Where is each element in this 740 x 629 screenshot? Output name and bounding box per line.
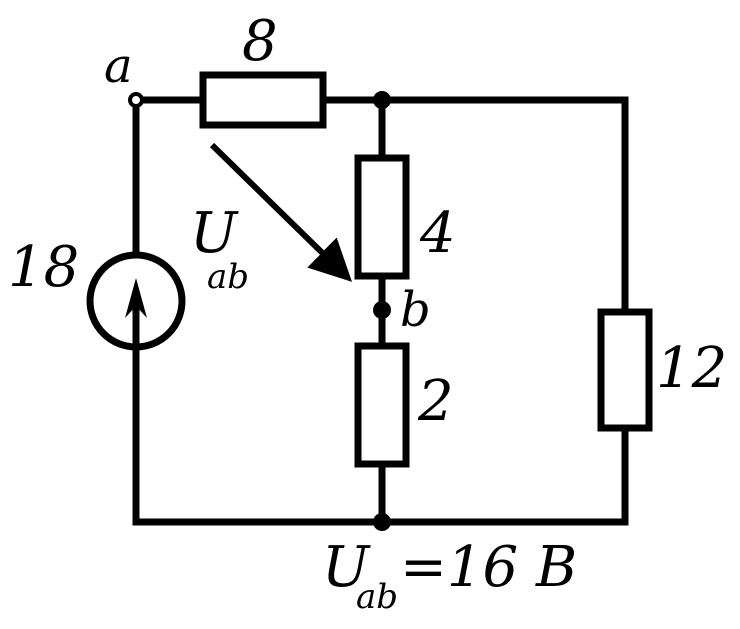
resistor-4 — [354, 154, 410, 280]
resistor-12 — [597, 308, 653, 432]
result-label-subscript: ab — [356, 577, 398, 617]
source-label: 18 — [8, 235, 79, 300]
voltage-arrow-label-subscript: ab — [207, 257, 249, 297]
voltage-arrow — [209, 142, 353, 282]
result-label: U — [322, 535, 371, 600]
node-b-label: b — [400, 282, 431, 338]
node-a-label: a — [104, 38, 133, 94]
voltage-arrow-label: U — [190, 201, 239, 266]
resistor-2-label: 2 — [417, 369, 454, 434]
resistor-12-label: 12 — [656, 336, 727, 401]
node-b — [373, 301, 391, 319]
result-value: =16 В — [400, 535, 577, 600]
current-source-arrowhead — [125, 278, 147, 318]
resistor-4-label: 4 — [419, 201, 456, 266]
resistor-2 — [354, 342, 410, 468]
node-top-junction — [373, 91, 391, 109]
resistor-8 — [199, 71, 327, 129]
terminal-a — [128, 92, 144, 108]
node-bottom-junction — [373, 513, 391, 531]
resistor-8-label: 8 — [242, 9, 278, 74]
